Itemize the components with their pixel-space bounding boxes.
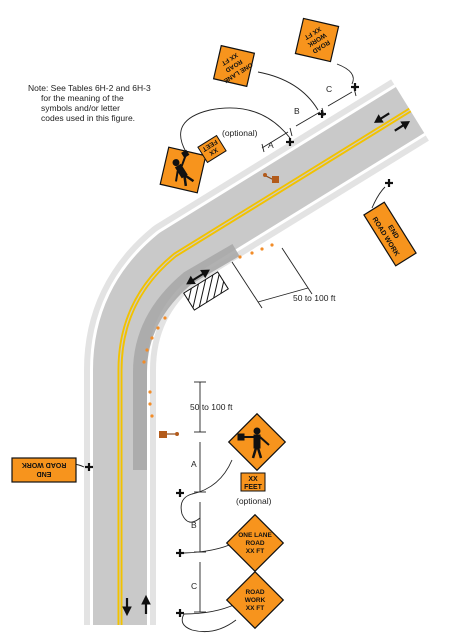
dimension-lines-upper <box>261 87 357 153</box>
buffer-length-label: 50 to 100 ft <box>190 402 233 412</box>
dimension-lines-lower <box>194 381 206 613</box>
cone <box>260 247 264 251</box>
road-work-sign-upper: ROAD WORK XX FT <box>294 17 340 63</box>
taper-dimension <box>231 247 313 309</box>
note-line-3: symbols and/or letter <box>41 103 120 113</box>
one-lane-road-sign-lower: ONE LANE ROAD XX FT <box>225 513 285 573</box>
xx-feet-lower-line-2: FEET <box>244 484 263 491</box>
cone <box>142 360 146 364</box>
end-lower-line-1: END <box>37 470 52 477</box>
road-work-sign-lower: ROAD WORK XX FT <box>225 570 285 630</box>
sign-post-icon <box>85 83 393 617</box>
flag-icon <box>159 431 179 438</box>
road <box>84 79 429 625</box>
cone <box>145 348 149 352</box>
cone <box>156 326 160 330</box>
cone <box>148 390 152 394</box>
cone <box>238 255 242 259</box>
channelizing-devices <box>142 243 274 418</box>
cone <box>150 414 154 418</box>
cone <box>163 316 167 320</box>
cone <box>148 402 152 406</box>
taper-length-label: 50 to 100 ft <box>293 293 336 303</box>
dim-label-A-lower: A <box>191 459 197 469</box>
dim-label-C-lower: C <box>191 581 197 591</box>
xx-feet-lower-line-1: XX <box>248 476 258 483</box>
note: Note: See Tables 6H-2 and 6H-3 for the m… <box>28 83 151 123</box>
xx-feet-plaque-lower: XX FEET <box>240 472 266 492</box>
dim-label-C: C <box>326 84 332 94</box>
leader-lines <box>57 63 386 633</box>
dim-label-B: B <box>294 106 300 116</box>
one-lane-road-sign-upper: ONE LANE ROAD XX FT <box>212 44 256 88</box>
dim-label-A: A <box>268 140 274 150</box>
one-lane-lower-line-3: XX FT <box>246 548 264 555</box>
end-road-work-sign-upper: END ROAD WORK <box>363 201 417 267</box>
cone <box>150 336 154 340</box>
work-area <box>183 271 229 311</box>
dim-label-B-lower: B <box>191 520 197 530</box>
optional-label-lower: (optional) <box>236 496 272 506</box>
optional-label-upper: (optional) <box>222 128 258 138</box>
note-line-4: codes used in this figure. <box>41 113 135 123</box>
one-lane-lower-line-2: ROAD <box>245 540 264 547</box>
cone <box>270 243 274 247</box>
end-lower-line-2: ROAD WORK <box>22 461 67 468</box>
one-lane-lower-line-1: ONE LANE <box>238 532 272 539</box>
note-line-1: Note: See Tables 6H-2 and 6H-3 <box>28 83 151 93</box>
flagger-icon <box>237 427 270 459</box>
road-work-lower-line-3: XX FT <box>246 605 264 612</box>
flagger-sign-lower <box>227 412 287 472</box>
flagger-sign-upper <box>159 146 207 194</box>
road-work-lower-line-2: WORK <box>245 597 266 604</box>
flag-icon <box>263 173 279 183</box>
flagger-icon <box>172 149 195 187</box>
direction-arrow-icon <box>122 112 411 617</box>
road-work-lower-line-1: ROAD <box>245 589 264 596</box>
cone <box>250 251 254 255</box>
closed-lane <box>133 243 240 470</box>
end-road-work-sign-lower: END ROAD WORK <box>11 457 77 483</box>
xx-feet-line-1: XX <box>207 146 219 157</box>
note-line-2: for the meaning of the <box>41 93 124 103</box>
